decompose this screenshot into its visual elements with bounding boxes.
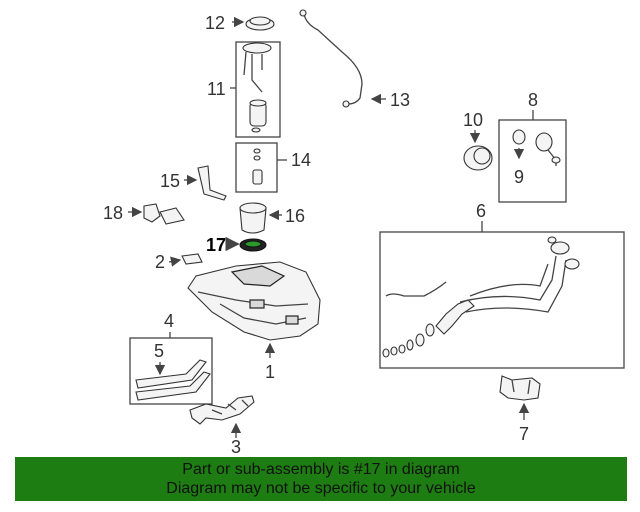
- part-8-fuel-cap[interactable]: [535, 132, 561, 166]
- callout-8: 8: [528, 90, 538, 110]
- part-6-filler-pipe[interactable]: [382, 236, 580, 358]
- part-10-housing[interactable]: [463, 145, 493, 171]
- banner-line-2: Diagram may not be specific to your vehi…: [166, 480, 476, 497]
- part-8-box: [498, 119, 567, 203]
- callout-16: 16: [285, 206, 305, 226]
- callout-2: 2: [155, 252, 165, 272]
- part-1-fuel-tank[interactable]: [187, 261, 321, 341]
- part-9-seal[interactable]: [512, 129, 526, 145]
- part-17-gasket[interactable]: [239, 238, 267, 252]
- part-14-filter[interactable]: [252, 148, 263, 185]
- callout-9: 9: [514, 167, 524, 187]
- callout-3: 3: [231, 437, 241, 456]
- parts-diagram: 12 11 13 14 15 18 16: [103, 9, 625, 456]
- part-5-straps[interactable]: [135, 359, 211, 401]
- part-18-clamp[interactable]: [143, 203, 185, 225]
- callout-11: 11: [207, 79, 226, 99]
- callout-17: 17: [206, 235, 226, 255]
- info-banner: Part or sub-assembly is #17 in diagram D…: [15, 457, 627, 501]
- callout-14: 14: [291, 150, 311, 170]
- leader-2: [168, 256, 182, 267]
- part-11-box: [235, 41, 281, 138]
- part-2-pad[interactable]: [181, 253, 203, 265]
- callout-10: 10: [463, 110, 483, 130]
- part-6-box: [379, 231, 625, 369]
- callout-12: 12: [205, 13, 225, 33]
- callout-18: 18: [103, 203, 123, 223]
- part-16-filter-cup[interactable]: [239, 202, 267, 234]
- part-13-vent-tube[interactable]: [299, 9, 363, 108]
- part-14-box: [235, 142, 278, 193]
- callout-13: 13: [390, 90, 410, 110]
- banner-line-1: Part or sub-assembly is #17 in diagram: [182, 461, 460, 478]
- part-12-cap[interactable]: [245, 16, 275, 31]
- callout-4: 4: [164, 311, 174, 331]
- callout-7: 7: [519, 424, 529, 444]
- callout-15: 15: [160, 171, 180, 191]
- part-3-heat-shield[interactable]: [189, 395, 255, 425]
- callout-6: 6: [476, 201, 486, 221]
- part-4-box: [129, 337, 213, 405]
- part-7-bracket[interactable]: [499, 375, 541, 401]
- part-15-bracket[interactable]: [197, 165, 227, 201]
- part-11-pump-module[interactable]: [242, 42, 272, 133]
- callout-5: 5: [154, 341, 164, 361]
- callout-1: 1: [265, 362, 275, 382]
